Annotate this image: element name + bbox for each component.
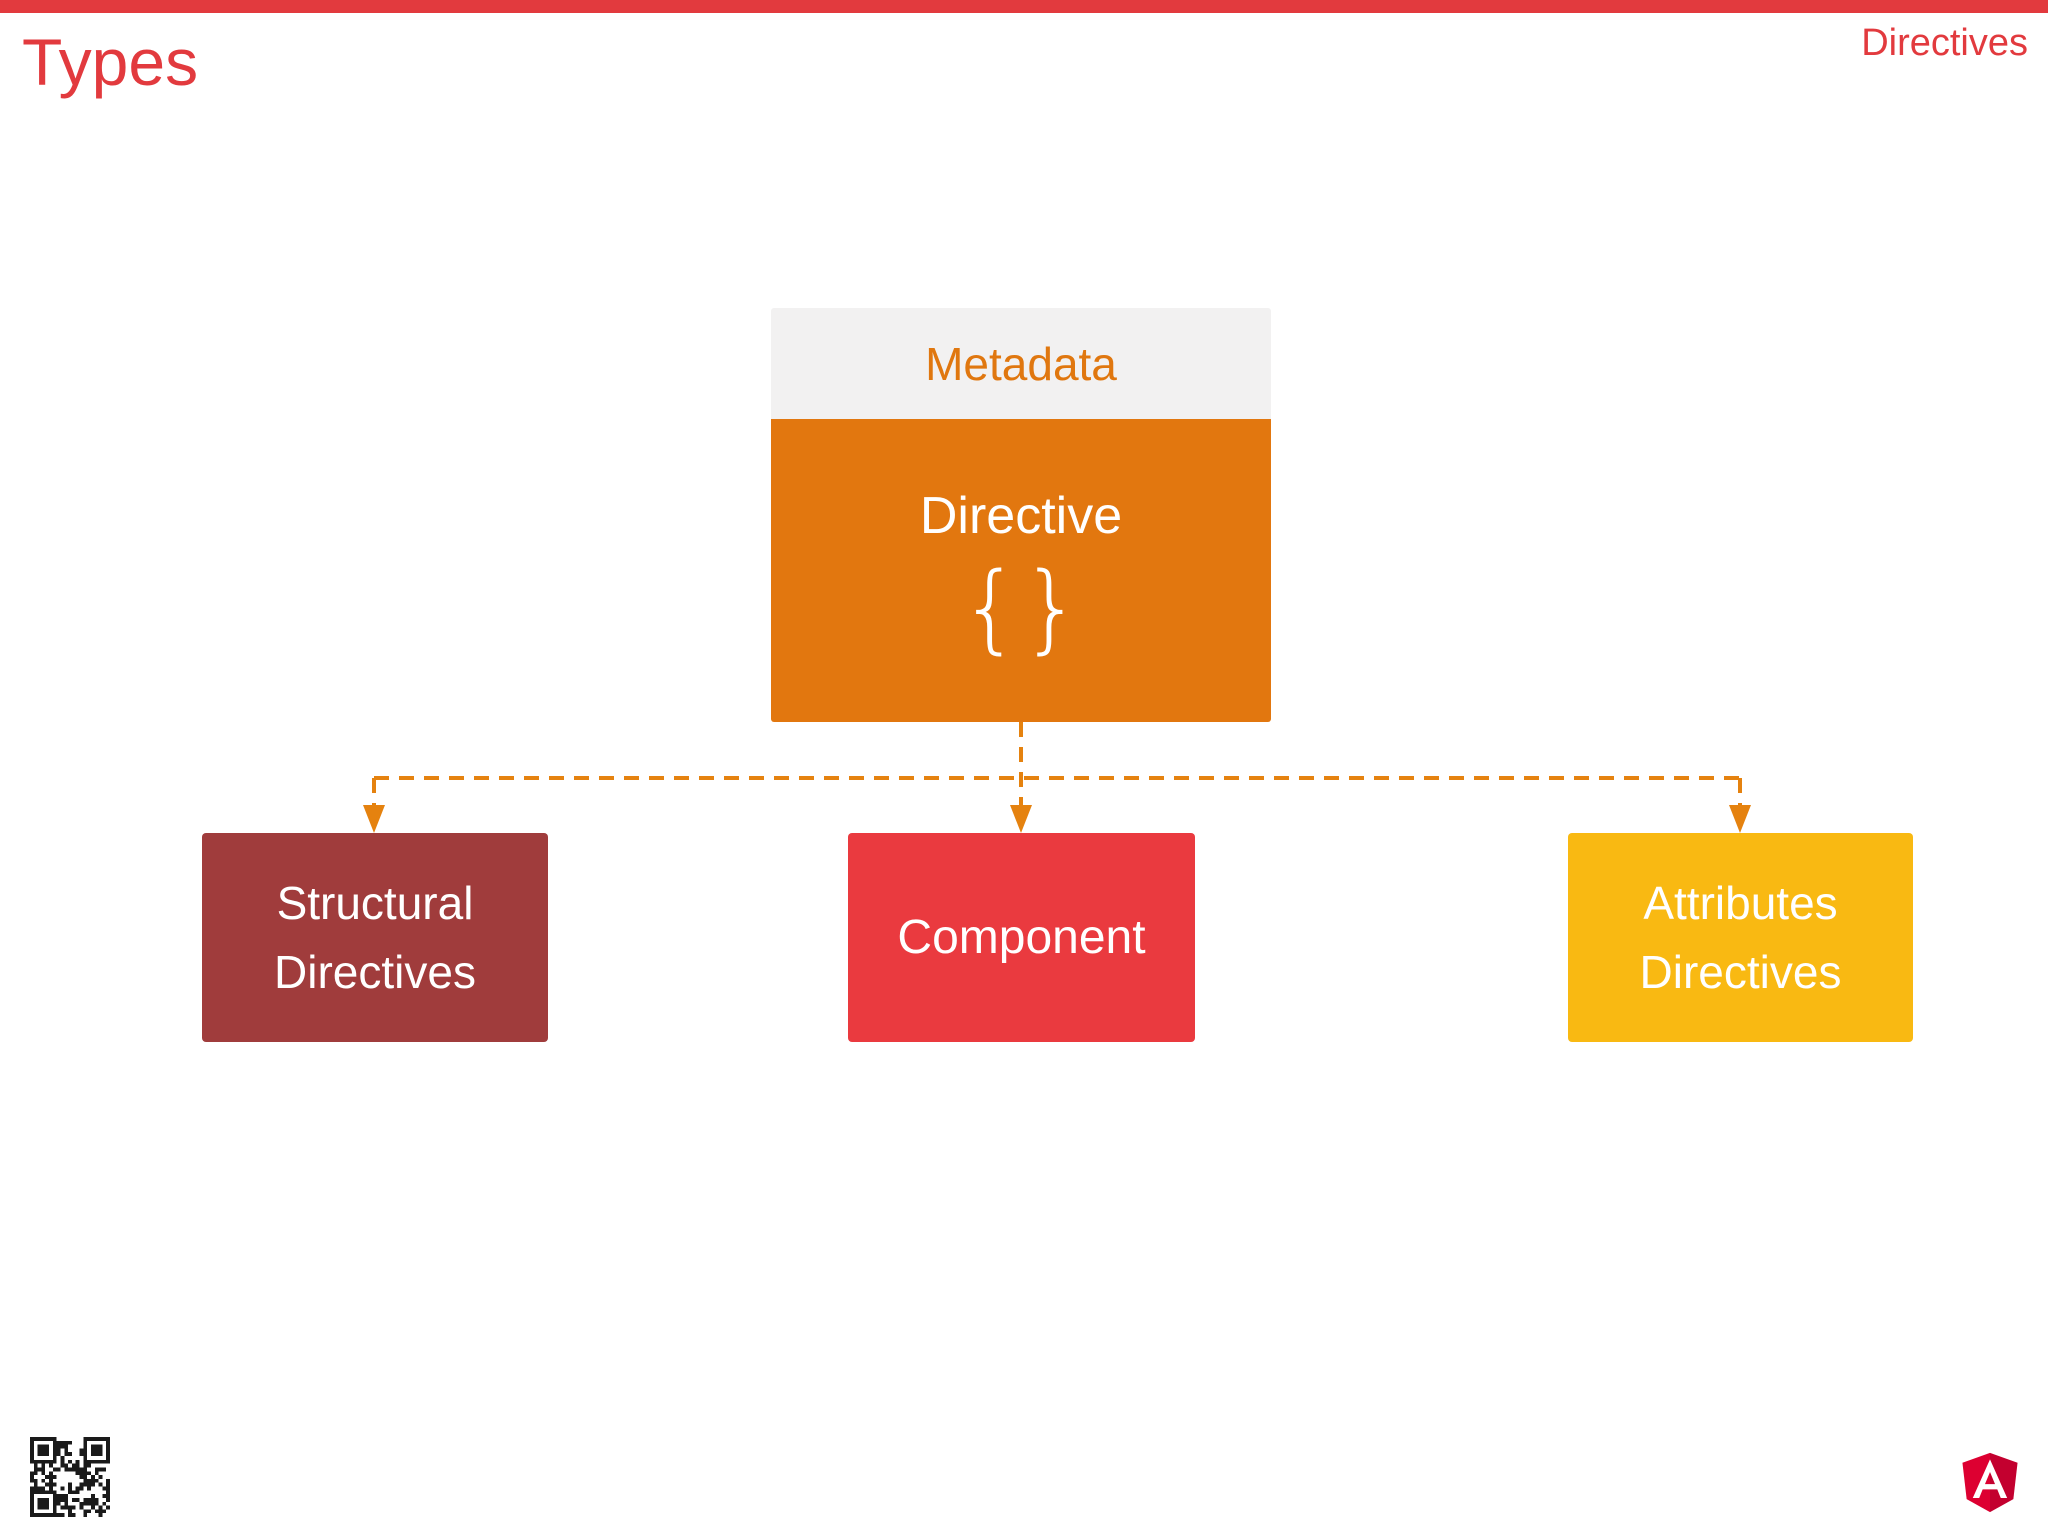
page-title: Types <box>22 25 199 99</box>
metadata-label: Metadata <box>925 337 1117 390</box>
braces-symbol: {} <box>959 551 1083 664</box>
attributes-directives-label: Attributes Directives <box>1639 876 1842 998</box>
header-corner-label: Directives <box>1861 22 2028 64</box>
component-node: Component <box>848 833 1195 1042</box>
metadata-header: Metadata <box>771 308 1271 419</box>
structural-directives-label: Structural Directives <box>274 876 476 998</box>
structural-directives-node: Structural Directives <box>202 833 548 1042</box>
component-label: Component <box>897 910 1146 964</box>
directive-node: Metadata Directive {} <box>771 308 1271 722</box>
attributes-directives-node: Attributes Directives <box>1568 833 1913 1042</box>
directive-body: Directive {} <box>771 419 1271 722</box>
directive-label: Directive <box>919 486 1123 545</box>
angular-logo-icon <box>1962 1452 2018 1513</box>
top-accent-bar <box>0 0 2048 13</box>
qr-code-icon <box>30 1437 110 1517</box>
